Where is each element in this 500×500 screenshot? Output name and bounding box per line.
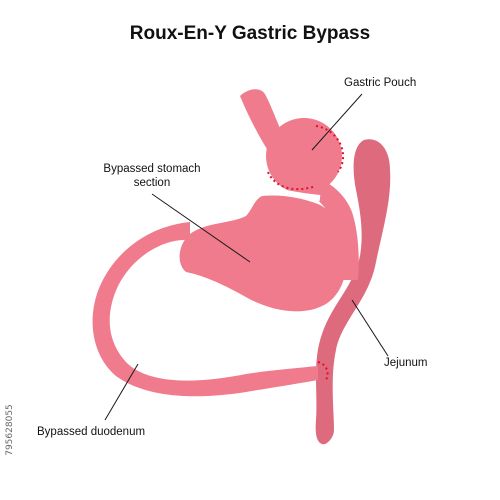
bypassed-duodenum-label: Bypassed duodenum [37, 426, 145, 438]
bypassed-duodenum-leader [104, 363, 139, 421]
bypassed-stomach-label-line2: section [134, 177, 170, 189]
anatomy-illustration [92, 89, 391, 445]
diagram-title: Roux-En-Y Gastric Bypass [130, 23, 370, 44]
bypassed-stomach [179, 195, 347, 312]
gastric-pouch-label: Gastric Pouch [344, 77, 416, 89]
jejunum-leader [351, 299, 389, 357]
jejunum [315, 139, 391, 445]
pouch-staple-line [315, 125, 344, 173]
bypassed-stomach-leader [151, 193, 251, 263]
duodenum [92, 222, 318, 397]
jejunum-label: Jejunum [384, 357, 427, 369]
stock-id: 795628055 [5, 404, 15, 456]
bypassed-stomach-label-line1: Bypassed stomach [103, 163, 200, 175]
pouch-gap [261, 185, 321, 201]
gastric-pouch-leader [311, 93, 363, 151]
jejunal-anastomosis-staple-line [317, 361, 329, 381]
